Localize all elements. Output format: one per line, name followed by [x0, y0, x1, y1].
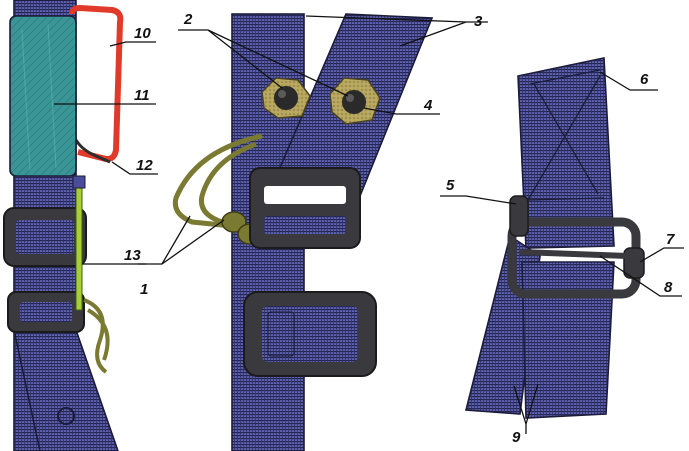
leader-4 [363, 107, 440, 115]
leader-lines [54, 15, 684, 434]
right-buckle [507, 195, 645, 299]
leader-12 [111, 161, 158, 175]
leader-8 [599, 255, 682, 297]
callout-4: 4 [423, 97, 433, 114]
middle-upper-buckle [249, 167, 361, 249]
callout-10: 10 [134, 25, 151, 42]
callout-9: 9 [512, 429, 521, 446]
lanyard-cap [72, 175, 86, 189]
callout-12: 12 [136, 157, 153, 174]
callout-6: 6 [640, 71, 649, 88]
left-assembly [3, 0, 124, 451]
right-strap-left-tail [464, 234, 541, 415]
callout-1: 1 [140, 281, 148, 298]
left-upper-buckle-window [16, 220, 74, 254]
leader-5 [440, 195, 517, 205]
teal-pocket [9, 15, 77, 177]
callout-8: 8 [664, 279, 673, 296]
handle-loop-hardware [74, 139, 111, 164]
right-assembly [464, 57, 645, 419]
green-lanyard [75, 185, 83, 311]
box-x-stitch [525, 69, 605, 201]
leader-10 [109, 41, 156, 47]
left-cord [83, 298, 110, 374]
callout-2: 2 [183, 11, 193, 28]
leader-3 [305, 15, 488, 47]
right-strap-right-tail [521, 261, 615, 419]
middle-lower-buckle [243, 291, 377, 377]
middle-cord [172, 133, 263, 229]
leader-7 [639, 247, 684, 263]
middle-assembly [172, 13, 434, 451]
right-upper-strap [517, 57, 615, 249]
red-handle [69, 5, 124, 162]
leader-6 [599, 71, 658, 91]
callout-5: 5 [446, 177, 455, 194]
callout-13: 13 [124, 247, 141, 264]
left-rivet [57, 407, 75, 425]
callout-11: 11 [134, 87, 150, 104]
leader-9 [513, 383, 539, 434]
callout-labels: 1 2 3 4 5 6 7 8 9 10 11 12 13 [124, 11, 675, 446]
left-lower-buckle-window [20, 302, 72, 322]
pocket-highlight [21, 23, 57, 171]
callout-3: 3 [474, 13, 483, 30]
callout-7: 7 [666, 231, 675, 248]
leader-2 [178, 29, 349, 97]
grommet-left [261, 77, 311, 119]
